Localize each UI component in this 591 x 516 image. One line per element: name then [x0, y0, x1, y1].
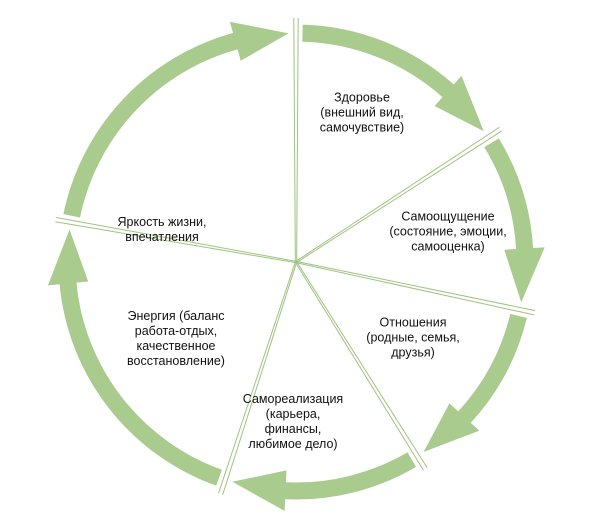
segment-label-relations: Отношения (родные, семья, друзья) [366, 316, 459, 361]
segment-line: Самореализация [242, 392, 344, 406]
segment-label-health: Здоровье (внешний вид, самочувствие) [320, 91, 404, 136]
spoke-6 [55, 216, 297, 264]
spoke-3 [295, 260, 536, 316]
segment-label-self-feeling: Самоощущение (состояние, эмоции, самооце… [389, 210, 506, 255]
segment-line: Здоровье [334, 90, 390, 105]
cycle-arrow-5 [46, 226, 224, 487]
spoke-1 [293, 17, 299, 263]
segment-line: Яркость жизни, [117, 215, 207, 229]
segment-line: Отношения [379, 315, 447, 330]
cycle-arrow-4 [229, 450, 418, 513]
segment-line: (родные, семья, [366, 330, 460, 345]
segment-line: (состояние, эмоции, [389, 224, 507, 239]
cycle-arrow-6 [62, 20, 292, 219]
segment-line: (карьера, [265, 407, 321, 421]
segment-line: впечатления [125, 230, 199, 244]
segment-line: финансы, [264, 422, 322, 436]
segment-line: Самоощущение [401, 209, 495, 224]
spoke-4 [295, 261, 428, 471]
segment-line: работа-отдых, [134, 324, 218, 338]
cycle-arrow-1 [301, 23, 486, 134]
segment-line: любимое дело) [248, 437, 338, 451]
spoke-2 [295, 126, 503, 263]
segment-line: самочувствие) [319, 120, 405, 135]
segment-line: друзья) [391, 345, 435, 360]
segment-line: восстановление) [127, 354, 225, 368]
cycle-arrow-3 [421, 312, 529, 454]
segment-line: качественное [136, 339, 216, 353]
spoke-5 [218, 261, 298, 495]
segment-line: самооценка) [411, 239, 485, 254]
cycle-arrow-2 [482, 136, 547, 306]
segment-label-energy: Энергия (баланс работа-отдых, качественн… [127, 309, 225, 369]
segment-line: Энергия (баланс [127, 309, 225, 323]
segment-label-realization: Самореализация (карьера, финансы, любимо… [243, 392, 343, 452]
segment-label-brightness: Яркость жизни, впечатления [118, 215, 207, 245]
segment-line: (внешний вид, [320, 105, 404, 120]
